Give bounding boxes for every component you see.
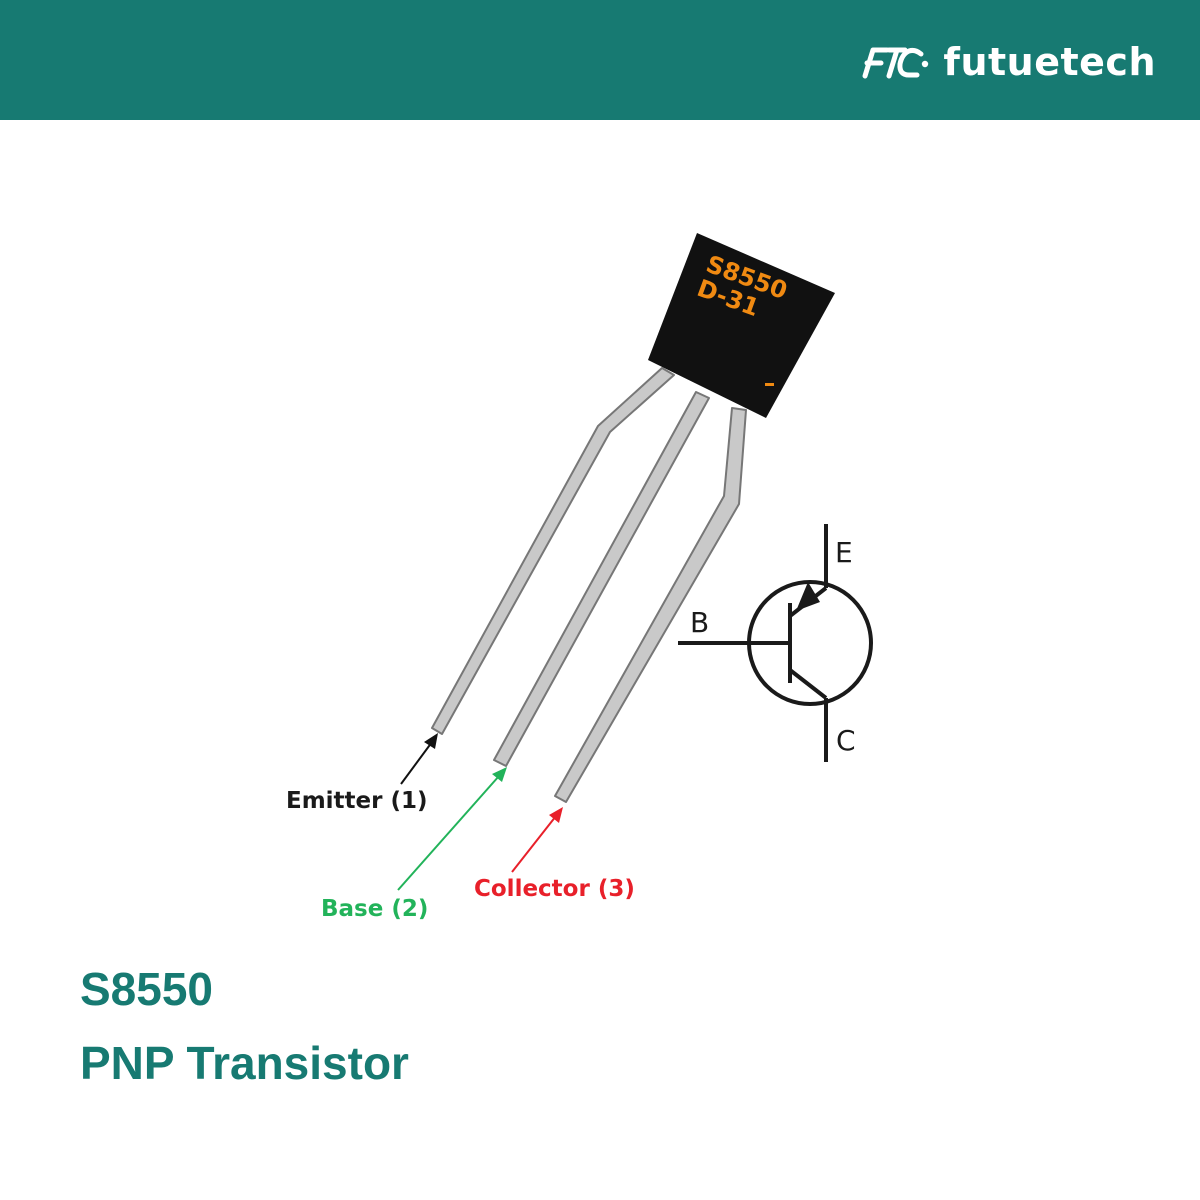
- transistor-type-title: PNP Transistor: [80, 1037, 409, 1089]
- header-bar: futuetech: [0, 0, 1200, 120]
- symbol-emitter-letter: E: [835, 536, 853, 569]
- lead-collector: [554, 407, 747, 803]
- emitter-label: Emitter (1): [286, 788, 428, 814]
- lead-emitter: [431, 367, 675, 735]
- lead-base: [493, 391, 710, 767]
- brand[interactable]: futuetech: [859, 38, 1156, 86]
- collector-pointer-arrow: [511, 807, 563, 873]
- emitter-arrowhead-icon: [796, 582, 820, 611]
- emitter-pointer-arrow: [400, 733, 438, 785]
- pnp-schematic-symbol: [678, 524, 873, 762]
- symbol-base-letter: B: [690, 606, 710, 639]
- part-number-title: S8550: [80, 963, 214, 1015]
- base-pointer-arrow: [397, 767, 507, 891]
- collector-label: Collector (3): [474, 876, 635, 902]
- base-label: Base (2): [321, 896, 429, 922]
- ftc-logo-icon: [862, 47, 929, 79]
- body-mark: [765, 383, 774, 386]
- transistor-body: [648, 233, 835, 418]
- brand-name: futuetech: [943, 40, 1156, 84]
- symbol-collector-letter: C: [836, 724, 856, 757]
